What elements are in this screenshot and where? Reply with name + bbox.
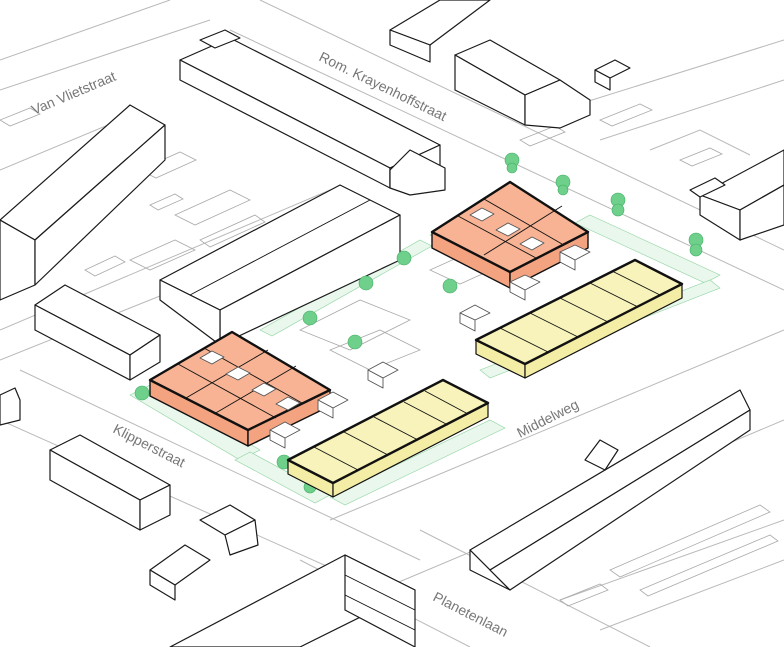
- building-east-row: [689, 149, 784, 241]
- building-hall: [159, 184, 401, 346]
- building-block-southwest: [49, 434, 171, 531]
- building-long-north: [179, 29, 446, 196]
- new-building-orange-south: [148, 330, 332, 447]
- building-long-southeast: [469, 389, 751, 591]
- building-long-west: [0, 104, 166, 301]
- street-label-planetenlaan: Planetenlaan: [431, 588, 511, 639]
- street-label-van-vlietstraat: Van Vlietstraat: [29, 68, 118, 118]
- tree-icon: [134, 385, 150, 401]
- building-block-west: [34, 284, 161, 381]
- street-label-middelweg: Middelweg: [514, 396, 581, 441]
- parking-lots: [0, 103, 779, 607]
- tree-icon: [302, 310, 318, 326]
- tree-icon: [555, 174, 571, 196]
- tree-icon: [347, 334, 363, 350]
- sheds: [269, 244, 591, 449]
- tree-icon: [504, 152, 520, 174]
- new-building-yellow-south: [286, 378, 490, 498]
- building-northeast: [389, 0, 631, 129]
- tree-icon: [610, 192, 626, 217]
- tree-icon: [442, 278, 458, 294]
- building-apartments-south: [169, 554, 416, 647]
- tree-icon: [396, 250, 412, 266]
- tree-icon: [688, 232, 704, 257]
- new-building-yellow-north: [474, 258, 684, 379]
- new-building-orange-north: [430, 180, 590, 289]
- building-houses-south: [149, 504, 259, 601]
- building-small-left-edge: [0, 387, 21, 426]
- tree-icon: [358, 275, 374, 291]
